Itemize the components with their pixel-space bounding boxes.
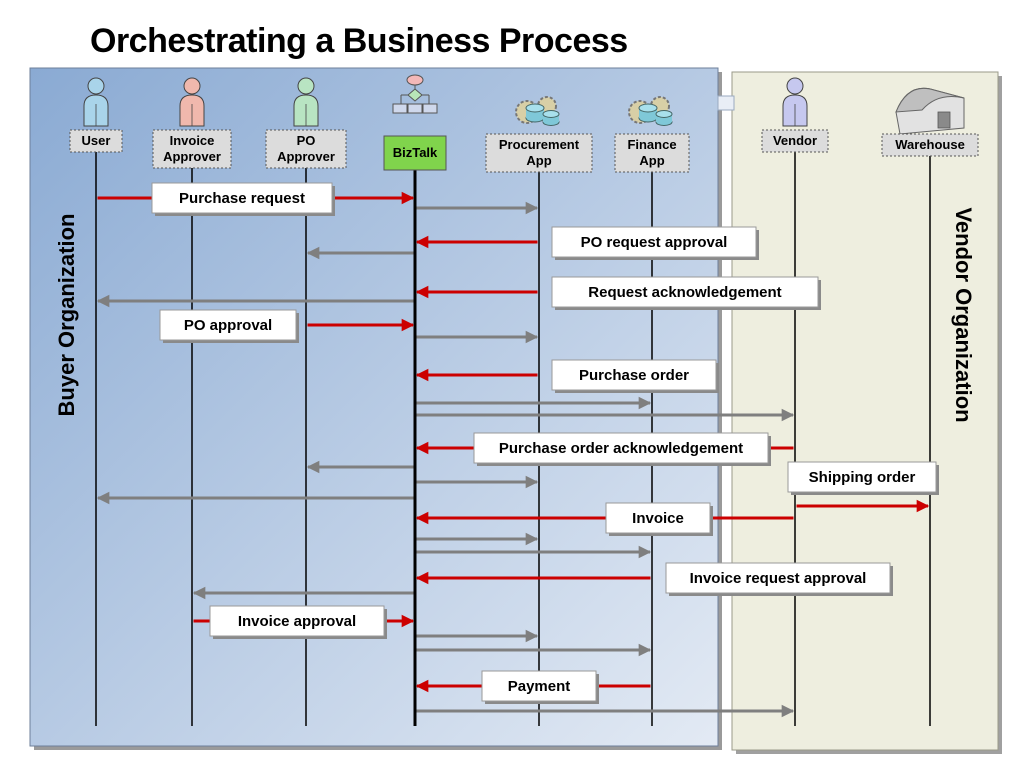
message-11: Purchase order acknowledgement bbox=[415, 432, 794, 466]
actor-box bbox=[152, 129, 232, 169]
message-label-box: Invoice approval bbox=[209, 605, 387, 639]
message-label-box: Invoice bbox=[605, 502, 713, 536]
gears-icon bbox=[515, 96, 560, 126]
message-label-box: Payment bbox=[481, 670, 599, 704]
message-4: Request acknowledgement bbox=[415, 276, 821, 310]
actor-biztalk: BizTalk bbox=[383, 74, 447, 171]
message-label-box: Purchase order acknowledgement bbox=[473, 432, 771, 466]
message-24: Payment bbox=[415, 670, 651, 704]
message-label: Invoice bbox=[632, 510, 684, 527]
actor-label: App bbox=[526, 153, 551, 168]
message-label: Payment bbox=[508, 678, 571, 695]
message-14: Shipping order bbox=[787, 461, 939, 513]
message-19: Invoice request approval bbox=[415, 562, 893, 596]
message-16: Invoice bbox=[415, 502, 794, 536]
actor-box bbox=[614, 133, 690, 173]
message-label-box: Purchase request bbox=[151, 182, 335, 216]
message-label-box: Invoice request approval bbox=[665, 562, 893, 596]
actor-label: Approver bbox=[163, 149, 221, 164]
message-label: Shipping order bbox=[809, 469, 916, 486]
message-label: Purchase order acknowledgement bbox=[499, 440, 743, 457]
message-label-box: PO request approval bbox=[551, 226, 759, 260]
person-icon bbox=[179, 77, 205, 127]
workflow-icon bbox=[392, 74, 438, 114]
actor-warehouse: Warehouse bbox=[881, 87, 979, 157]
message-label-box: Shipping order bbox=[787, 461, 939, 495]
vendor-organization-label: Vendor Organization bbox=[951, 207, 976, 422]
message-label: Invoice approval bbox=[238, 613, 356, 630]
actor-box bbox=[265, 129, 347, 169]
actor-label: User bbox=[82, 133, 111, 148]
actor-label: Vendor bbox=[773, 133, 817, 148]
person-icon bbox=[293, 77, 319, 127]
gears-icon bbox=[628, 96, 673, 126]
message-label-box: Request acknowledgement bbox=[551, 276, 821, 310]
actor-label: App bbox=[639, 153, 664, 168]
actor-box bbox=[485, 133, 593, 173]
message-label: Invoice request approval bbox=[690, 570, 867, 587]
message-8: Purchase order bbox=[415, 359, 719, 393]
actor-label: Finance bbox=[627, 137, 676, 152]
message-0: Purchase request bbox=[97, 182, 415, 216]
actor-label: Warehouse bbox=[895, 137, 965, 152]
actor-box bbox=[881, 133, 979, 157]
warehouse-icon bbox=[895, 87, 965, 135]
message-label: Purchase order bbox=[579, 367, 689, 384]
actor-label: Invoice bbox=[170, 133, 215, 148]
message-label: PO approval bbox=[184, 317, 272, 334]
panel-connector bbox=[717, 95, 735, 111]
actor-user: User bbox=[69, 77, 123, 153]
actor-vendor: Vendor bbox=[761, 77, 829, 153]
message-label: Purchase request bbox=[179, 190, 305, 207]
actor-label: Procurement bbox=[499, 137, 580, 152]
actor-box bbox=[383, 135, 447, 171]
message-label: Request acknowledgement bbox=[588, 284, 781, 301]
message-6: PO approval bbox=[159, 309, 415, 343]
buyer-organization-label: Buyer Organization bbox=[54, 214, 79, 417]
person-icon bbox=[83, 77, 109, 127]
actor-label: Approver bbox=[277, 149, 335, 164]
message-21: Invoice approval bbox=[193, 605, 415, 639]
actor-box bbox=[69, 129, 123, 153]
message-label-box: Purchase order bbox=[551, 359, 719, 393]
actor-label: PO bbox=[297, 133, 316, 148]
message-label-box: PO approval bbox=[159, 309, 299, 343]
message-2: PO request approval bbox=[415, 226, 759, 260]
actor-label: BizTalk bbox=[393, 145, 438, 160]
actor-box bbox=[761, 129, 829, 153]
person-icon bbox=[782, 77, 808, 127]
message-label: PO request approval bbox=[581, 234, 728, 251]
page-title: Orchestrating a Business Process bbox=[90, 22, 628, 60]
vendor-organization-panel bbox=[731, 71, 1002, 754]
buyer-organization-panel bbox=[29, 67, 722, 750]
